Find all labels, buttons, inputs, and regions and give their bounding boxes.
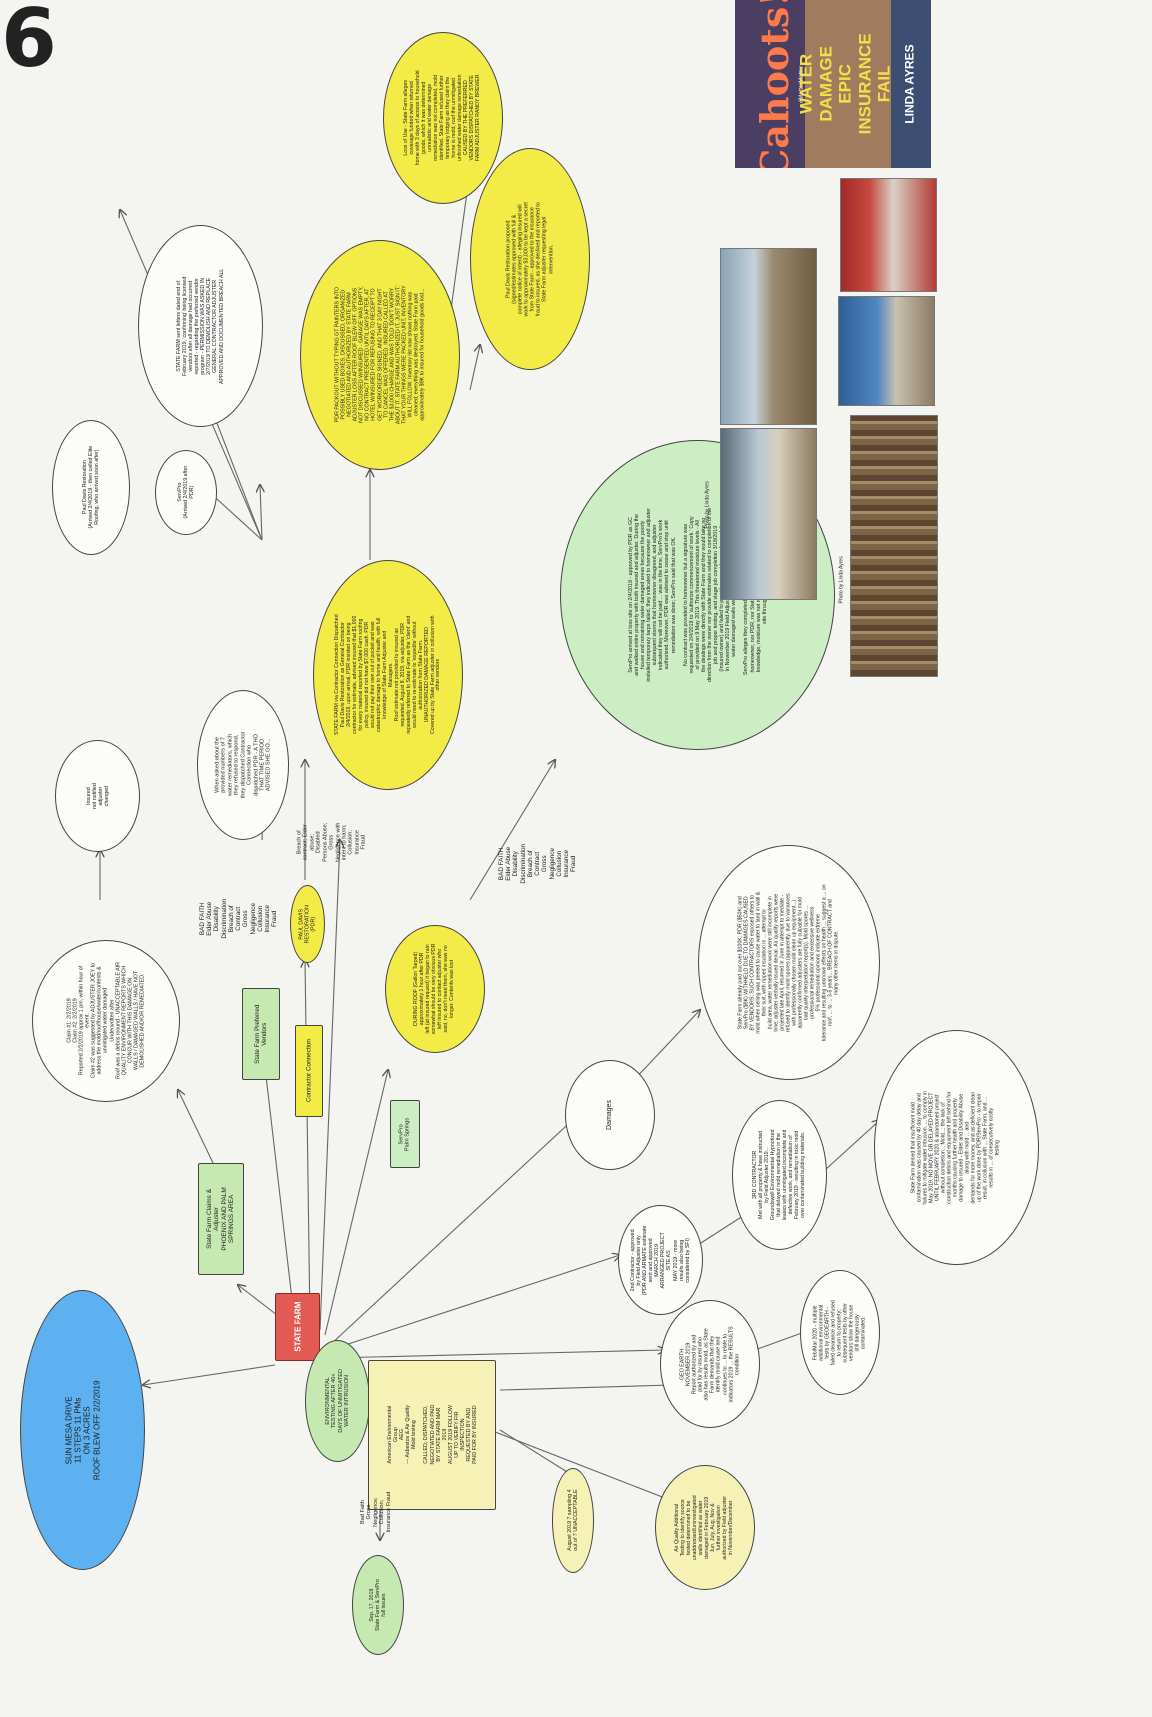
edge xyxy=(143,1364,276,1385)
edge xyxy=(489,1429,670,1500)
preferred-vendors-node: State Farm Preferred Vendors xyxy=(242,988,280,1080)
state-farm-already-node: State Farm already paid out over $100K; … xyxy=(698,845,880,1080)
edge xyxy=(260,485,262,541)
sun-mesa-node: SUN MESA DRIVE 11 STEPS 11 PMs ON 3 ACRE… xyxy=(20,1290,145,1570)
breach-note: Breach of contract; Elder abuse; Disable… xyxy=(292,785,372,900)
edge xyxy=(824,1120,880,1171)
bad-faith-2-text: BAD FAITH Elder Abuse Disability Discrim… xyxy=(498,844,578,884)
edge xyxy=(329,1350,665,1359)
wood-debris-photo xyxy=(850,415,938,677)
contractor-connection-node: Contractor Connection xyxy=(295,1025,323,1117)
servpro-palm-text: ServPro Palm Springs xyxy=(398,1117,411,1151)
contractor-connection-text: Contractor Connection xyxy=(305,1039,313,1103)
servpro-palm-node: ServPro Palm Springs xyxy=(390,1100,420,1168)
paul-davis-top-node: Paul Davis Restoration (Arrived 2/4/2019… xyxy=(52,420,130,555)
geo-earth-node: GEO EARTH NOVEMBER 2019 Report authorize… xyxy=(660,1300,760,1428)
edge xyxy=(329,1255,620,1351)
servpro-yellow-text: DURING ROOF (Gallon Tarped) approximatel… xyxy=(413,943,455,1035)
pdr-packout-node: PDR PACKOUT WITHOUT TYPING GT PAINTERS I… xyxy=(300,240,460,470)
edge xyxy=(324,1070,388,1336)
third-contractor-text: 3RD CONTRACTOR Met with all property & h… xyxy=(751,1129,806,1221)
exterior-photo xyxy=(720,428,817,600)
edge xyxy=(210,405,263,541)
damages-text: Damages xyxy=(605,1100,613,1130)
edge xyxy=(499,1385,672,1391)
photo-caption: Photo by Linda Ayres xyxy=(839,556,846,604)
sun-mesa-text: SUN MESA DRIVE 11 STEPS 11 PMs ON 3 ACRE… xyxy=(64,1380,101,1480)
state-farm-sent-node: STATE FARM sent letters dated end of Feb… xyxy=(138,225,263,427)
roof-damage-photo xyxy=(720,248,817,425)
state-farm-denied-node: State Farm denied that insufficient mold… xyxy=(874,1030,1039,1265)
sep-2019-text: Sep. 17, 2019 State Farm & ServPro full … xyxy=(368,1579,388,1631)
asked-contractor-text: When asked about the provided numbers of… xyxy=(214,731,272,799)
edge xyxy=(305,960,311,1326)
state-farm-already-text: State Farm already paid out over $100K; … xyxy=(737,884,839,1041)
edge xyxy=(263,1050,296,1326)
loss-of-use-node: Loss of Use - State Farm alleges coverag… xyxy=(383,32,503,204)
august-2019-text: August 2019 7 sampling 4 out of 7 UNACCE… xyxy=(566,1489,579,1552)
edge xyxy=(469,760,555,901)
claims-adjuster-node: State Farm Claims & Adjuster PHOENIX AND… xyxy=(198,1163,244,1275)
pdr-packout-text: PDR PACKOUT WITHOUT TYPING GT PAINTERS I… xyxy=(334,285,426,425)
env-testing-node: ENVIRONMENTAL TESTING AFTER 40+ DAYS OF … xyxy=(305,1340,370,1462)
geo-earth-text: GEO EARTH NOVEMBER 2019 Report authorize… xyxy=(679,1325,741,1403)
claims-adjuster-text: State Farm Claims & Adjuster PHOENIX AND… xyxy=(206,1187,236,1251)
bad-faith-1: BAD FAITH Elder Abuse Disability Discrim… xyxy=(199,855,279,983)
claim-details-node: Claim #1: 2/2/2019 Claim #2: 2/2/2019 Re… xyxy=(32,940,180,1102)
claim-note-node: Insured not notified adjuster changed xyxy=(55,740,140,852)
claim-note-text: Insured not notified adjuster changed xyxy=(85,783,110,809)
servpro-top-node: ServPro (Arrived 2/4/2019 after PDR) xyxy=(155,450,217,535)
book-author: LINDA AYRES xyxy=(903,44,918,124)
state-farm-sent-text: STATE FARM sent letters dated end of Feb… xyxy=(176,268,225,384)
loss-of-use-text: Loss of Use - State Farm alleges coverag… xyxy=(403,70,481,166)
photo-caption: Photo by Linda Ayres xyxy=(705,481,712,529)
page-number: 6 xyxy=(1,0,57,85)
bad-faith-1-text: BAD FAITH Elder Abuse Disability Discrim… xyxy=(199,899,279,939)
contractor-2nd-text: 2nd Contractor - approved by Field Adjus… xyxy=(630,1225,691,1295)
breach-note-text: Breach of contract; Elder abuse; Disable… xyxy=(296,822,367,863)
book-title: Cahoots! xyxy=(751,0,797,168)
damages-node: Damages xyxy=(565,1060,655,1170)
bad-faith-3: Bad Faith Gross Negligence; Collusion; I… xyxy=(348,1470,403,1555)
book-subtitle: WATER DAMAGE EPIC INSURANCE FAIL xyxy=(797,33,895,135)
sep-2019-node: Sep. 17, 2019 State Farm & ServPro full … xyxy=(352,1555,404,1655)
edge xyxy=(329,1115,578,1346)
bad-faith-3-text: Bad Faith Gross Negligence; Collusion; I… xyxy=(359,1492,392,1533)
paul-davis-proposed-node: Paul Davis Restoration proposed (signed/… xyxy=(470,148,590,370)
asked-contractor-node: When asked about the provided numbers of… xyxy=(197,690,289,840)
state-farm-node: STATE FARM xyxy=(275,1293,320,1361)
air-quality-node: Air Quality Additional Testing to identi… xyxy=(655,1465,755,1590)
contractor-2nd-node: 2nd Contractor - approved by Field Adjus… xyxy=(618,1205,703,1315)
state-farm-via-node: STATE FARM via Contractor Connection Dis… xyxy=(313,560,463,790)
bad-faith-2: BAD FAITH Elder Abuse Disability Discrim… xyxy=(498,800,578,928)
paul-davis-box-node: PAUL DAVIS RESTORATION (PDR) xyxy=(290,885,325,963)
edge xyxy=(178,1090,215,1166)
american-env-node: American Environmental Group AEG --- Asb… xyxy=(368,1360,496,1510)
book-cover: Cahoots! #MatterMatter WATER DAMAGE EPIC… xyxy=(735,0,931,168)
third-contractor-node: 3RD CONTRACTOR Met with all property & h… xyxy=(732,1100,827,1250)
edge xyxy=(469,345,480,391)
claim-details-text: Claim #1: 2/2/2019 Claim #2: 2/2/2019 Re… xyxy=(66,962,146,1080)
debris-bin-photo xyxy=(840,178,937,292)
water-damage-photo xyxy=(838,296,935,406)
august-2019-node: August 2019 7 sampling 4 out of 7 UNACCE… xyxy=(552,1468,594,1573)
edge xyxy=(319,840,340,1331)
air-quality-text: Air Quality Additional Testing to identi… xyxy=(674,1495,734,1560)
servpro-top-text: ServPro (Arrived 2/4/2019 after PDR) xyxy=(176,466,196,519)
env-testing-text: ENVIRONMENTAL TESTING AFTER 40+ DAYS OF … xyxy=(324,1369,350,1433)
state-farm-via-text: STATE FARM via Contractor Connection Dis… xyxy=(333,614,441,736)
state-farm-text: STATE FARM xyxy=(292,1302,302,1352)
paul-davis-top-text: Paul Davis Restoration (Arrived 2/4/2019… xyxy=(81,446,101,529)
feb-mar-2020-node: Feb/Mar 2020 - multiple additional envir… xyxy=(800,1270,880,1395)
paul-davis-proposed-text: Paul Davis Restoration proposed (signed/… xyxy=(505,201,555,317)
servpro-yellow-node: DURING ROOF (Gallon Tarped) approximatel… xyxy=(385,925,485,1053)
preferred-vendors-text: State Farm Preferred Vendors xyxy=(253,1004,268,1064)
feb-mar-2020-text: Feb/Mar 2020 - multiple additional envir… xyxy=(812,1299,866,1366)
state-farm-denied-text: State Farm denied that insufficient mold… xyxy=(910,1090,1001,1205)
